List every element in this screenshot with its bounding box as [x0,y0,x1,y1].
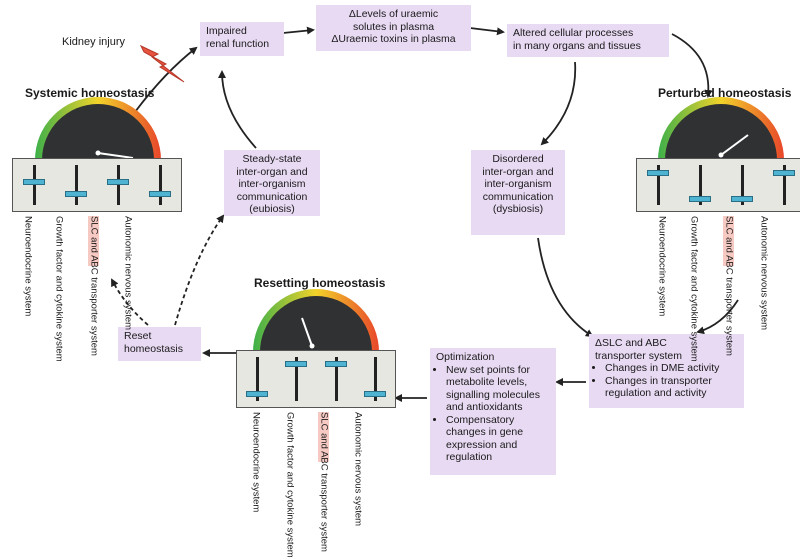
steady-line-1: Steady-state [242,153,302,165]
slider-track [741,165,744,205]
transporter-system-box: ΔSLC and ABC transporter system Changes … [589,334,744,408]
disordered-line-5: (dysbiosis) [492,203,544,215]
impaired-line-2: renal function [206,37,270,50]
disordered-line-3: inter-organism [484,178,552,190]
slider-knob [149,191,171,197]
resetting-label-growth-factor: Growth factor and cytokine system [284,412,296,558]
arrow-altered-to-perturbed [671,33,713,98]
arrow-perturbed-to-transporter [696,299,739,335]
optimization-box: Optimization New set points for metaboli… [430,348,556,475]
optimization-heading: Optimization [436,351,495,363]
gauge-systemic [35,97,161,160]
systemic-slider-panel [12,158,182,212]
systemic-label-neuroendocrine: Neuroendocrine system [22,216,34,317]
perturbed-homeostasis-title: Perturbed homeostasis [658,86,792,100]
optimization-bullet-1: New set points for metabolite levels, si… [446,364,550,414]
slider-knob [246,391,268,397]
slider-knob [325,361,347,367]
systemic-label-growth-factor: Growth factor and cytokine system [53,216,65,362]
slider-knob [364,391,386,397]
kidney-injury-label: Kidney injury [62,36,125,48]
arrow-impaired-to-levels [282,26,315,35]
slider-knob [107,179,129,185]
slider-knob [731,196,753,202]
optimization-bullet-2: Compensatory changes in gene expression … [446,414,550,464]
slider-track [159,165,162,205]
reset-line-2: homeostasis [124,342,183,355]
diagram: Kidney injury Systemic homeostasis Pertu… [0,0,800,497]
steady-line-5: (eubiosis) [249,203,295,215]
arrow-steady-to-impaired [218,70,257,149]
disordered-line-4: communication [482,190,554,203]
slider-track [33,165,36,205]
slider-track [75,165,78,205]
slider-track [117,165,120,205]
transporter-heading-1: ΔSLC and ABC [595,337,667,349]
slider-track [374,357,377,401]
steady-line-2: inter-organ and [236,165,308,178]
arrow-systemic-to-impaired [134,46,198,113]
slider-track [699,165,702,205]
disordered-line-1: Disordered [492,153,544,165]
slider-track [256,357,259,401]
transporter-bullet-1: Changes in DME activity [605,362,738,375]
gauge-perturbed [658,97,784,160]
perturbed-slider-panel [636,158,800,212]
altered-line-2: in many organs and tissues [513,39,641,52]
altered-line-1: Altered cellular processes [513,27,634,39]
perturbed-label-slc-abc: SLC and ABC transporter system [723,216,735,356]
systemic-label-autonomic: Autonomic nervous system [122,216,134,331]
perturbed-label-growth-factor: Growth factor and cytokine system [688,216,700,362]
transporter-heading-2: transporter system [595,349,682,362]
slider-track [657,165,660,205]
slider-knob [65,191,87,197]
levels-line-1: ΔLevels of uraemic [348,8,439,20]
slider-knob [647,170,669,176]
altered-cellular-processes-box: Altered cellular processes in many organ… [507,24,669,57]
slider-track [295,357,298,401]
lightning-bolt-icon [139,44,185,83]
resetting-label-neuroendocrine: Neuroendocrine system [250,412,262,513]
slider-knob [773,170,795,176]
resetting-slider-panel [236,350,396,408]
slider-knob [689,196,711,202]
gauge-resetting [253,289,379,352]
arrow-disordered-to-transporter [537,237,594,338]
arrow-altered-to-disordered [540,61,577,146]
impaired-line-1: Impaired [206,25,247,37]
arrow-reset-to-steady [174,214,225,326]
impaired-renal-function-box: Impaired renal function [200,22,284,56]
steady-state-box: Steady-state inter-organ and inter-organ… [224,150,320,216]
perturbed-label-autonomic: Autonomic nervous system [758,216,770,331]
perturbed-label-neuroendocrine: Neuroendocrine system [656,216,668,317]
disordered-box: Disordered inter-organ and inter-organis… [471,150,565,235]
uraemic-levels-box: ΔLevels of uraemic solutes in plasma ΔUr… [316,5,471,51]
arrow-levels-to-altered [469,27,505,36]
slider-knob [23,179,45,185]
slider-track [335,357,338,401]
steady-line-4: communication [236,190,308,203]
resetting-homeostasis-title: Resetting homeostasis [254,276,386,290]
slider-knob [285,361,307,367]
levels-line-3: ΔUraemic toxins in plasma [331,33,456,45]
resetting-label-slc-abc: SLC and ABC transporter system [318,412,330,552]
levels-line-2: solutes in plasma [352,20,435,33]
systemic-label-slc-abc: SLC and ABC transporter system [88,216,100,356]
slider-track [783,165,786,205]
steady-line-3: inter-organism [238,178,306,190]
arrows-layer [35,26,784,402]
transporter-bullet-2: Changes in transporter regulation and ac… [605,375,738,400]
arrow-reset-to-systemic [111,278,149,326]
resetting-label-autonomic: Autonomic nervous system [352,412,364,527]
reset-homeostasis-box: Reset homeostasis [118,327,201,361]
systemic-homeostasis-title: Systemic homeostasis [25,86,155,100]
reset-line-1: Reset [124,330,152,342]
disordered-line-2: inter-organ and [482,165,554,178]
